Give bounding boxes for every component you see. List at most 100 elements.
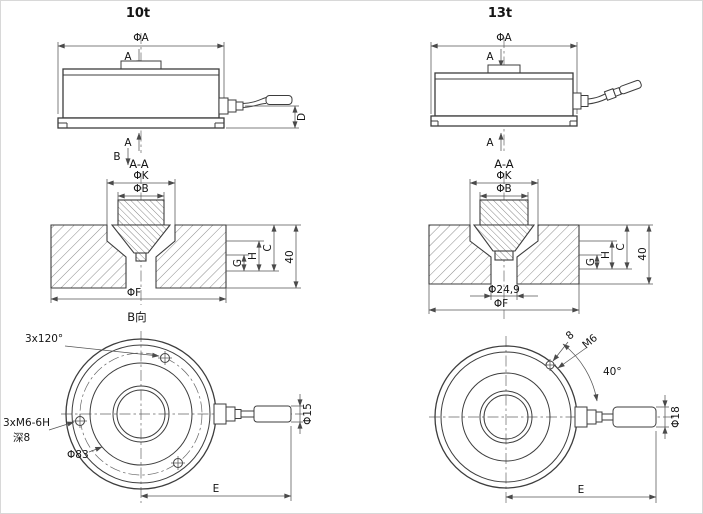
cable-wire: [601, 413, 614, 421]
mid-circle: [89, 362, 193, 466]
dim-e: E: [505, 431, 657, 503]
dim-phi24-9: Φ24,9: [470, 284, 538, 300]
dim-phi-a-label: ΦA: [133, 32, 149, 44]
thread-depth-label: 深8: [13, 432, 30, 444]
model-10t: 10t ΦA A: [3, 6, 314, 503]
hole-pattern-label: 3x120°: [25, 333, 63, 345]
rim-circle: [440, 351, 572, 483]
center-bore-outer: [112, 385, 170, 443]
dim-phi-a: ΦA: [430, 32, 578, 114]
cable-gland-mid: [586, 409, 597, 425]
side-view-13t: ΦA A A: [430, 32, 642, 153]
cable-gland-base: [213, 403, 227, 425]
section-marker-bottom-label: A: [124, 137, 132, 149]
dim-phi-k: ΦK: [106, 170, 176, 225]
dim-phi24-9-label: Φ24,9: [488, 284, 520, 296]
cable-gland-base: [574, 406, 588, 428]
cable-assembly-bottom: [213, 403, 292, 425]
section-title: A-A: [129, 157, 149, 171]
callout-thread-hole: 8 M6 40°: [552, 329, 622, 402]
dims-right-stack: G H C 40: [226, 224, 301, 289]
section-marker-bottom: A: [124, 132, 142, 151]
center-bore-outer: [479, 390, 533, 444]
dim-phi-b: ΦB: [479, 183, 529, 200]
dim-phi-b-label: ΦB: [496, 183, 511, 195]
cable-gland-tip: [234, 409, 242, 419]
dim-h-label: H: [600, 251, 612, 259]
dim-phi18-label: Φ18: [670, 406, 682, 428]
dim-e-label: E: [213, 483, 220, 495]
dim-phi-k-label: ΦK: [496, 170, 512, 182]
bolt-circle-label: Φ83: [67, 449, 89, 461]
body-outline: [434, 72, 574, 117]
body-outline: [62, 68, 220, 119]
bottom-view-10t: B向 3x120° 3xM6-6H 深8: [3, 310, 314, 503]
cable-wire: [242, 97, 267, 108]
dim-phi-k-label: ΦK: [133, 170, 149, 182]
mounting-plate-left: [50, 224, 127, 289]
section-title: A-A: [494, 157, 514, 171]
dim-phi15: Φ15: [291, 394, 314, 434]
load-button: [120, 60, 162, 70]
center-bore-inner: [483, 394, 529, 440]
view-marker-b: B: [113, 148, 131, 166]
rim-circle: [71, 344, 211, 484]
flange-steps: [431, 120, 577, 126]
dim-phi-a-label: ΦA: [496, 32, 512, 44]
callout-thread: 3xM6-6H 深8: [3, 417, 75, 444]
dim-g-label: G: [232, 259, 244, 267]
section-view-10t: A-A ΦK ΦB G H: [50, 157, 301, 305]
dims-right-stack: G H C 40: [579, 224, 653, 285]
cable-assembly-bottom: [574, 406, 657, 428]
section-marker-top-label: A: [486, 51, 494, 63]
base-flange: [430, 115, 578, 127]
section-marker-top: A: [486, 49, 504, 68]
thread-spec-label: M6: [580, 332, 600, 352]
mid-circle: [461, 372, 551, 462]
section-marker-bottom: A: [486, 132, 504, 151]
model-title: 13t: [488, 6, 512, 21]
section-view-13t: A-A ΦK ΦB G H: [428, 157, 653, 319]
flange-steps: [58, 122, 224, 128]
sensor-stem-section: [135, 252, 147, 262]
model-13t: 13t ΦA A: [428, 6, 682, 503]
cable-plug: [253, 405, 292, 423]
center-bore-inner: [116, 389, 166, 439]
dim-h-label: H: [247, 252, 259, 260]
dim-phi18: Φ18: [656, 395, 682, 439]
dim-phi-f-label: ΦF: [127, 287, 141, 299]
dim-phi-b: ΦB: [117, 183, 165, 200]
dim-phi15-label: Φ15: [302, 403, 314, 425]
cable-gland-mid: [225, 406, 236, 422]
dim-g-label: G: [585, 258, 597, 266]
cable-assembly: [572, 79, 642, 110]
sensor-core-section: [472, 224, 536, 252]
dim-c-label: C: [262, 244, 274, 251]
callout-hole-pattern: 3x120°: [25, 333, 160, 358]
cable-wire: [587, 93, 608, 105]
cable-gland-mid: [227, 99, 237, 113]
section-marker-bottom-label: A: [486, 137, 494, 149]
cable-gland-tip: [595, 411, 603, 423]
dim-d-label: D: [296, 113, 308, 121]
dim-e-label: E: [578, 484, 585, 496]
dim-phi-k: ΦK: [469, 170, 539, 225]
model-title: 10t: [126, 6, 150, 21]
side-view-10t: ΦA A D: [57, 32, 308, 166]
cable-assembly: [218, 95, 293, 115]
side-thread-hole: [544, 359, 556, 371]
dim-40-label: 40: [637, 247, 649, 260]
sensor-core-section: [110, 224, 172, 254]
mounting-plate-right: [155, 224, 227, 289]
hole-depth-label: 8: [564, 329, 577, 342]
thread-spec-label: 3xM6-6H: [3, 417, 50, 429]
dim-c-label: C: [615, 243, 627, 250]
dim-phi-f-label: ΦF: [494, 298, 508, 310]
view-marker-b-label: B: [113, 151, 120, 163]
dim-e: E: [140, 426, 292, 501]
cable-gland-base: [572, 92, 582, 110]
dim-phi-f: ΦF: [428, 284, 580, 314]
cable-gland-tip: [235, 101, 244, 111]
dim-40-label: 40: [284, 250, 296, 263]
